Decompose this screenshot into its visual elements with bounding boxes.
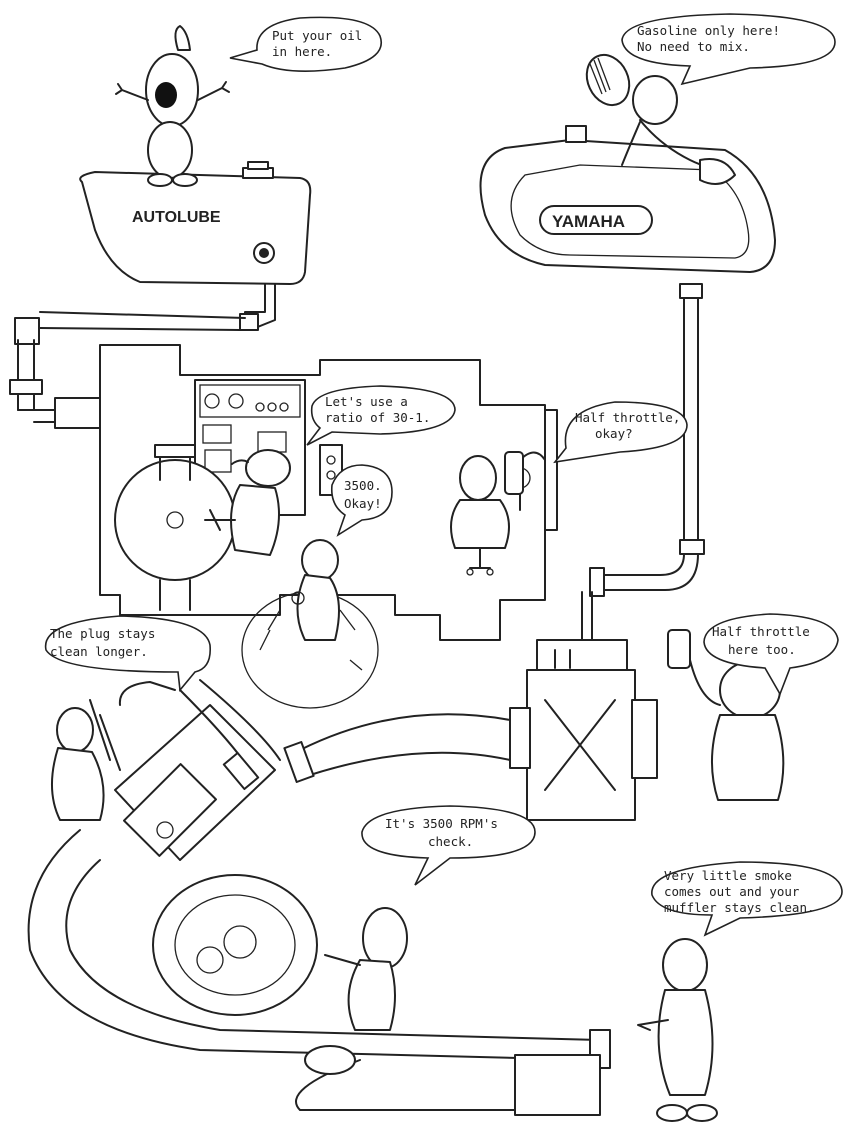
bubble-oil: Put your oil in here. [230, 17, 381, 71]
bubble-smoke-line-2: comes out and your [664, 884, 800, 899]
character-rpm-checker [305, 908, 407, 1074]
bubble-rpm-check-line-2: check. [428, 834, 473, 849]
bubble-gasoline: Gasoline only here! No need to mix. [622, 14, 835, 84]
crankcase [153, 875, 317, 1015]
bubble-half-throttle-top: Half throttle, okay? [555, 402, 687, 462]
fuel-line [582, 284, 704, 640]
bubble-ratio-line-1: Let's use a [325, 394, 408, 409]
bubble-gasoline-line-2: No need to mix. [637, 39, 750, 54]
bubble-smoke: Very little smoke comes out and your muf… [652, 862, 842, 935]
bubble-half-throttle-carb-line-2: here too. [728, 642, 796, 657]
bubble-half-throttle-top-line-2: okay? [595, 426, 633, 441]
bubble-gasoline-line-1: Gasoline only here! [637, 23, 780, 38]
character-mechanic [52, 700, 120, 820]
bubble-smoke-line-3: muffler stays clean. [664, 900, 815, 915]
bubble-smoke-line-1: Very little smoke [664, 868, 792, 883]
bubble-half-throttle-carb-line-1: Half throttle [712, 624, 810, 639]
character-oil-tank [116, 26, 229, 186]
bubble-oil-line-2: in here. [272, 44, 332, 59]
bubble-plug-line-2: clean longer. [50, 644, 148, 659]
carburetor [510, 640, 657, 820]
bubble-rpm-check-line-1: It's 3500 RPM's [385, 816, 498, 831]
bubble-half-throttle-top-line-1: Half throttle, [575, 410, 680, 425]
character-pointing [638, 939, 717, 1121]
bubble-oil-line-1: Put your oil [272, 28, 362, 43]
bubble-plug-line-1: The plug stays [50, 626, 155, 641]
bubble-plug: The plug stays clean longer. [46, 616, 211, 690]
autolube-label: AUTOLUBE [132, 209, 221, 226]
bubble-rpm-ok-line-2: Okay! [344, 496, 382, 511]
bubble-ratio-line-2: ratio of 30-1. [325, 410, 430, 425]
bubble-rpm-check: It's 3500 RPM's check. [362, 806, 535, 885]
bubble-rpm-ok-line-1: 3500. [344, 478, 382, 493]
fuel-tank: YAMAHA [481, 126, 776, 272]
yamaha-label: YAMAHA [552, 212, 625, 231]
